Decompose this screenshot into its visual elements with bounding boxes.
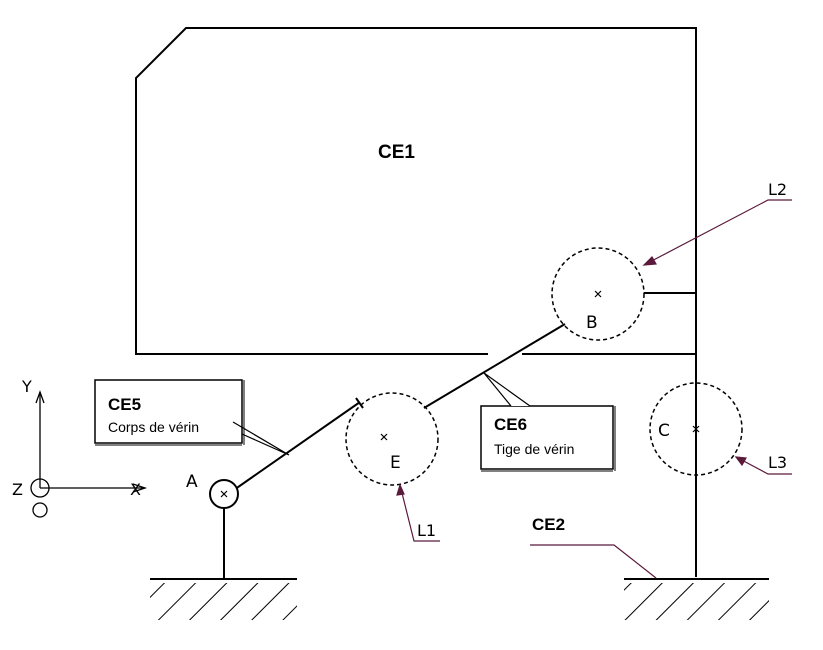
axis-y-label: Y bbox=[21, 377, 32, 396]
ce5-title: CE5 bbox=[108, 395, 141, 414]
point-a-label: A bbox=[186, 472, 198, 492]
leader-l3 bbox=[734, 456, 792, 475]
cylinder-body-ce5 bbox=[230, 397, 364, 493]
ce1-label: CE1 bbox=[378, 142, 415, 163]
ce2-label: CE2 bbox=[532, 515, 565, 534]
joint-a bbox=[209, 479, 239, 509]
leader-l1 bbox=[396, 483, 440, 542]
link-l1-label: L1 bbox=[417, 521, 436, 540]
leader-l2 bbox=[642, 199, 792, 266]
axis-z-label: Z bbox=[12, 480, 23, 499]
point-c-label: C bbox=[658, 421, 670, 441]
link-l3-label: L3 bbox=[768, 453, 787, 472]
point-b-label: B bbox=[586, 313, 598, 333]
callout-ce6 bbox=[480, 372, 616, 472]
link-circle-b bbox=[551, 247, 645, 341]
cylinder-rod-ce6 bbox=[423, 323, 566, 409]
axis-x-label: X bbox=[130, 480, 141, 499]
point-e-label: E bbox=[390, 453, 401, 473]
link-circle-c bbox=[649, 382, 743, 476]
leader-ce2 bbox=[530, 544, 657, 579]
link-l2-label: L2 bbox=[768, 180, 787, 199]
ground-right bbox=[617, 577, 776, 627]
ce6-subtitle: Tige de vérin bbox=[494, 441, 574, 457]
callout-ce5 bbox=[94, 379, 290, 456]
ce5-subtitle: Corps de vérin bbox=[108, 419, 199, 435]
ce6-title: CE6 bbox=[494, 415, 527, 434]
ce1-body bbox=[135, 27, 697, 580]
ground-left bbox=[143, 506, 304, 627]
axis-system bbox=[30, 390, 148, 518]
link-circle-e bbox=[345, 392, 439, 486]
